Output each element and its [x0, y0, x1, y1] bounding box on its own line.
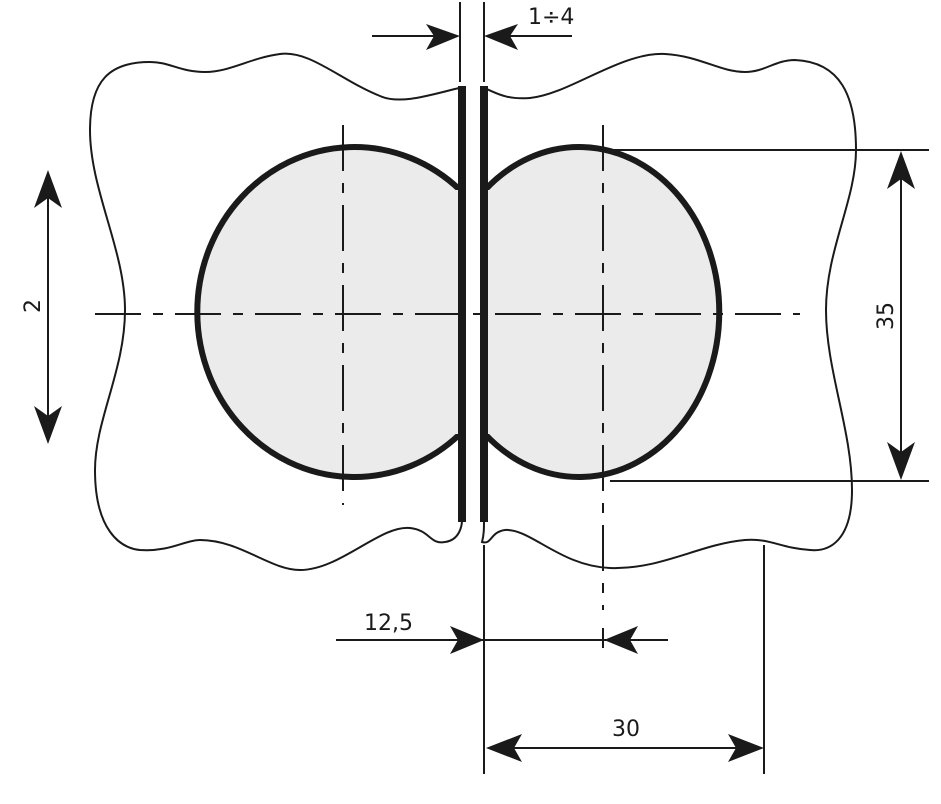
pitch-dimension-label: 30: [612, 717, 640, 742]
arrow-left-icon: [604, 626, 638, 654]
left-height-label: 2: [21, 299, 46, 313]
nugget-diameter-label: 35: [874, 302, 899, 330]
left-plate: [458, 86, 466, 522]
offset-dimension-label: 12,5: [364, 611, 413, 636]
arrow-up-icon: [887, 151, 915, 189]
left-weld-nugget: [194, 144, 463, 480]
right-plate: [480, 86, 488, 522]
arrow-right-icon: [426, 24, 460, 50]
arrow-left-icon: [486, 734, 522, 762]
gap-dimension-label: 1÷4: [528, 5, 574, 30]
arrow-up-icon: [34, 170, 62, 208]
left-nugget-fill-strip: [440, 190, 460, 434]
right-workpiece-outline: [480, 52, 858, 570]
right-nugget-fill-strip: [485, 190, 507, 434]
arrow-left-icon: [484, 24, 518, 50]
arrow-down-icon: [887, 442, 915, 480]
arrow-down-icon: [34, 406, 62, 444]
arrow-right-icon: [728, 734, 764, 762]
arrow-right-icon: [450, 626, 484, 654]
left-workpiece-outline: [88, 52, 463, 572]
